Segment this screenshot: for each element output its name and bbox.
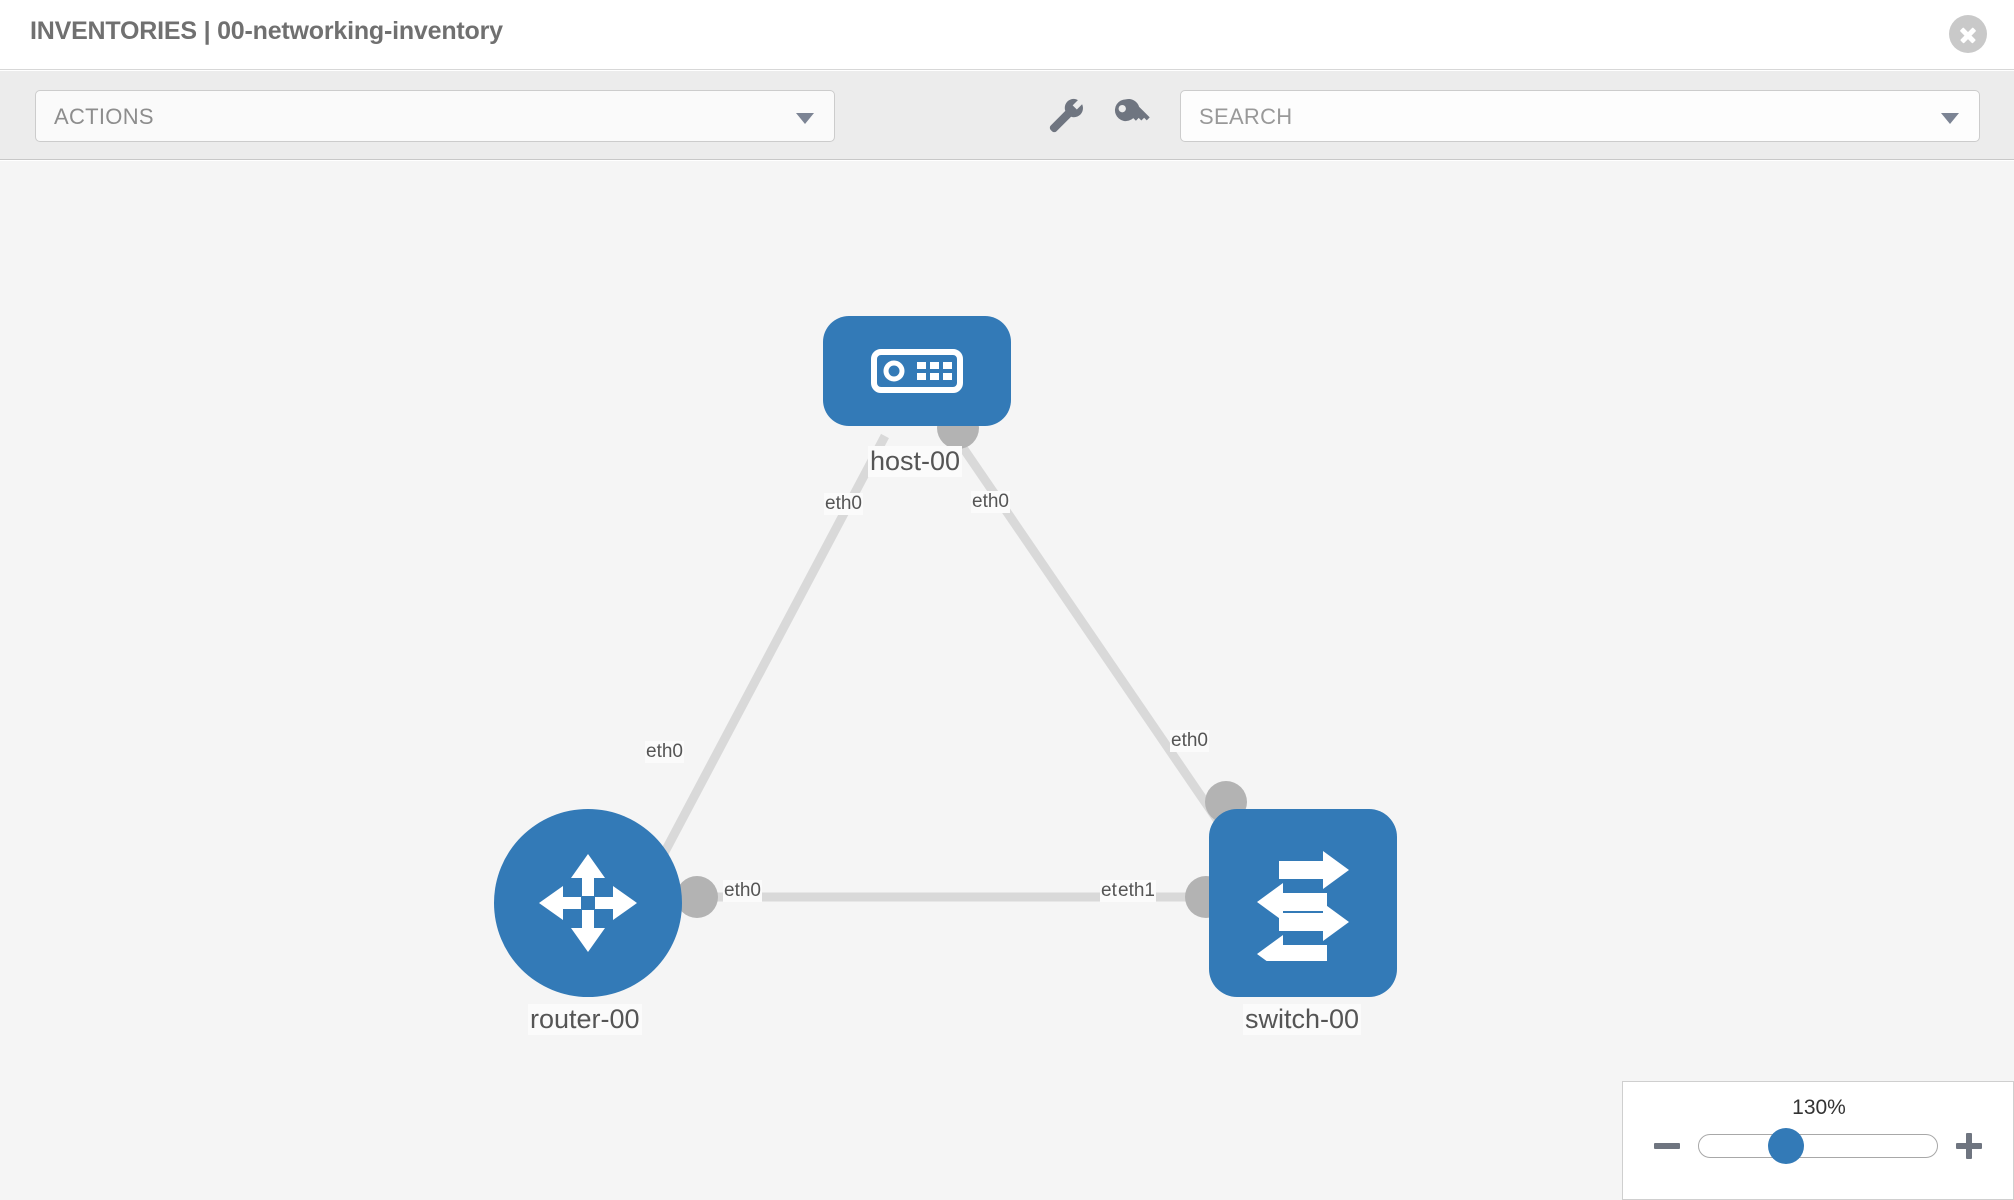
close-icon[interactable] <box>1949 15 1987 53</box>
zoom-slider-thumb[interactable] <box>1768 1128 1804 1164</box>
actions-dropdown[interactable]: ACTIONS <box>35 90 835 142</box>
zoom-level-value: 130% <box>1792 1096 1846 1119</box>
interface-label: eth0 <box>723 880 762 902</box>
node-host-00[interactable] <box>823 316 1011 426</box>
search-placeholder: SEARCH <box>1199 104 1293 129</box>
key-icon[interactable] <box>1110 95 1152 137</box>
interface-dot[interactable] <box>676 876 718 918</box>
interface-label: eth0 <box>645 741 684 763</box>
node-label-router-00: router-00 <box>528 1004 642 1035</box>
page-header: INVENTORIES | 00-networking-inventory <box>0 0 2014 70</box>
actions-dropdown-label: ACTIONS <box>54 104 154 129</box>
node-label-host-00: host-00 <box>868 446 963 477</box>
node-switch-00[interactable] <box>1209 809 1397 997</box>
router-arrows-icon <box>494 809 682 997</box>
chevron-down-icon[interactable] <box>1941 113 1959 124</box>
interface-label: eth0 <box>971 491 1010 513</box>
interface-label: eth0 <box>1170 730 1209 752</box>
zoom-out-button[interactable] <box>1652 1131 1682 1161</box>
interface-label: eth0 <box>824 493 863 515</box>
zoom-control-panel: 130% <box>1622 1081 2014 1200</box>
wrench-icon[interactable] <box>1045 95 1087 137</box>
interface-label: eth1 <box>1117 880 1156 902</box>
node-label-switch-00: switch-00 <box>1243 1004 1362 1035</box>
switch-arrows-icon <box>1209 809 1397 997</box>
node-router-00[interactable] <box>494 809 682 997</box>
topology-canvas[interactable]: host-00 router-00 <box>0 161 2014 1200</box>
page-title: INVENTORIES | 00-networking-inventory <box>30 17 503 45</box>
zoom-in-button[interactable] <box>1954 1131 1984 1161</box>
server-icon <box>823 316 1011 426</box>
toolbar: ACTIONS SEARCH <box>0 71 2014 160</box>
chevron-down-icon <box>796 113 814 124</box>
zoom-slider-track[interactable] <box>1698 1134 1938 1158</box>
search-input[interactable]: SEARCH <box>1180 90 1980 142</box>
